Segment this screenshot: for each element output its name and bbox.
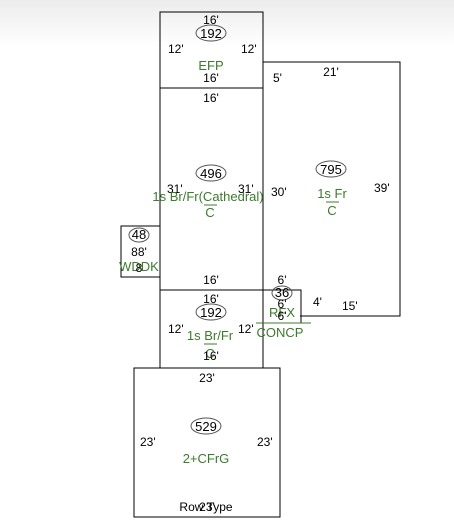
frame-dim-right: 39': [374, 181, 390, 195]
efp-dim-right: 12': [241, 42, 257, 56]
wddk-outline: [120, 225, 161, 278]
section-garage[interactable]: 23' 529 23' 23' 2+CFrG 23' Row Type: [133, 367, 281, 518]
frame-dim-top: 21': [323, 65, 339, 79]
frame-area-oval: [315, 160, 347, 178]
cathedral-dim-top: 16': [203, 91, 219, 105]
rfx-area-oval: [271, 285, 293, 301]
brick-class: C: [205, 346, 214, 361]
wddk-label: WDDK: [119, 259, 159, 274]
wddk-area-oval: [128, 227, 150, 243]
brick-dim-right: 12': [238, 322, 254, 336]
efp-area-oval: [195, 24, 227, 42]
garage-footer: Row Type: [179, 500, 232, 514]
garage-outline: [133, 367, 281, 518]
wddk-dim: 88': [131, 245, 147, 259]
brick-dim-bottom: 16': [203, 349, 219, 363]
cathedral-dim-right: 31': [238, 182, 254, 196]
efp-dim-left: 12': [168, 42, 184, 56]
brick-label: 1s Br/Fr: [187, 328, 234, 343]
wddk-sub: 8: [136, 261, 143, 275]
rfx-dim-side: 6': [278, 309, 287, 323]
brick-dim-top: 16': [203, 292, 219, 306]
garage-dim-right: 23': [257, 435, 273, 449]
section-brick[interactable]: 16' 192 12' 12' 1s Br/Fr C 16': [159, 289, 264, 369]
efp-dim-bottom: 16': [203, 71, 219, 85]
frame-dim-bottom-left: 4': [313, 295, 322, 309]
section-frame[interactable]: 21' 5' 795 30' 39' 1s Fr C 4' 15': [263, 61, 401, 317]
cathedral-class: C: [205, 205, 214, 220]
garage-dim-bottom: 23': [199, 500, 215, 514]
rfx-dim-stack: 6': [278, 297, 287, 311]
frame-label: 1s Fr: [317, 186, 347, 201]
efp-area: 192: [200, 26, 222, 41]
cathedral-area: 496: [200, 166, 222, 181]
rfx-label: RFX: [269, 305, 295, 320]
brick-area: 192: [200, 305, 222, 320]
cathedral-label: 1s Br/Fr(Cathedral): [152, 189, 263, 204]
frame-outline: [263, 61, 401, 317]
section-efp[interactable]: 16' 192 12' 12' EFP 16': [159, 11, 264, 89]
efp-dim-top: 16': [203, 13, 219, 27]
frame-dim-bottom: 15': [342, 299, 358, 313]
section-cathedral[interactable]: 16' 496 31' 31' 1s Br/Fr(Cathedral) C 16…: [152, 87, 264, 291]
frame-dim-top-left: 5': [273, 71, 282, 85]
rfx-area: 36: [275, 285, 289, 300]
cathedral-dim-bottom: 16': [203, 273, 219, 287]
brick-area-oval: [195, 303, 227, 321]
cathedral-area-oval: [195, 164, 227, 182]
garage-dim-left: 23': [140, 435, 156, 449]
brick-dim-left: 12': [168, 322, 184, 336]
frame-class: C: [327, 203, 336, 218]
garage-area: 529: [195, 419, 217, 434]
garage-area-oval: [190, 417, 222, 435]
wddk-area: 48: [132, 227, 146, 242]
section-wddk[interactable]: 48 88' WDDK 8: [119, 225, 161, 278]
cathedral-dim-left: 31': [167, 182, 183, 196]
frame-dim-left: 30': [271, 185, 287, 199]
efp-label: EFP: [198, 58, 223, 73]
garage-label: 2+CFrG: [183, 451, 230, 466]
garage-dim-top: 23': [199, 371, 215, 385]
section-rfx[interactable]: 6' 36 6' RFX 6' CONCP: [256, 273, 311, 340]
rfx-dim-top: 6': [278, 273, 287, 287]
rfx-sub-label: CONCP: [257, 325, 304, 340]
frame-area: 795: [320, 162, 342, 177]
